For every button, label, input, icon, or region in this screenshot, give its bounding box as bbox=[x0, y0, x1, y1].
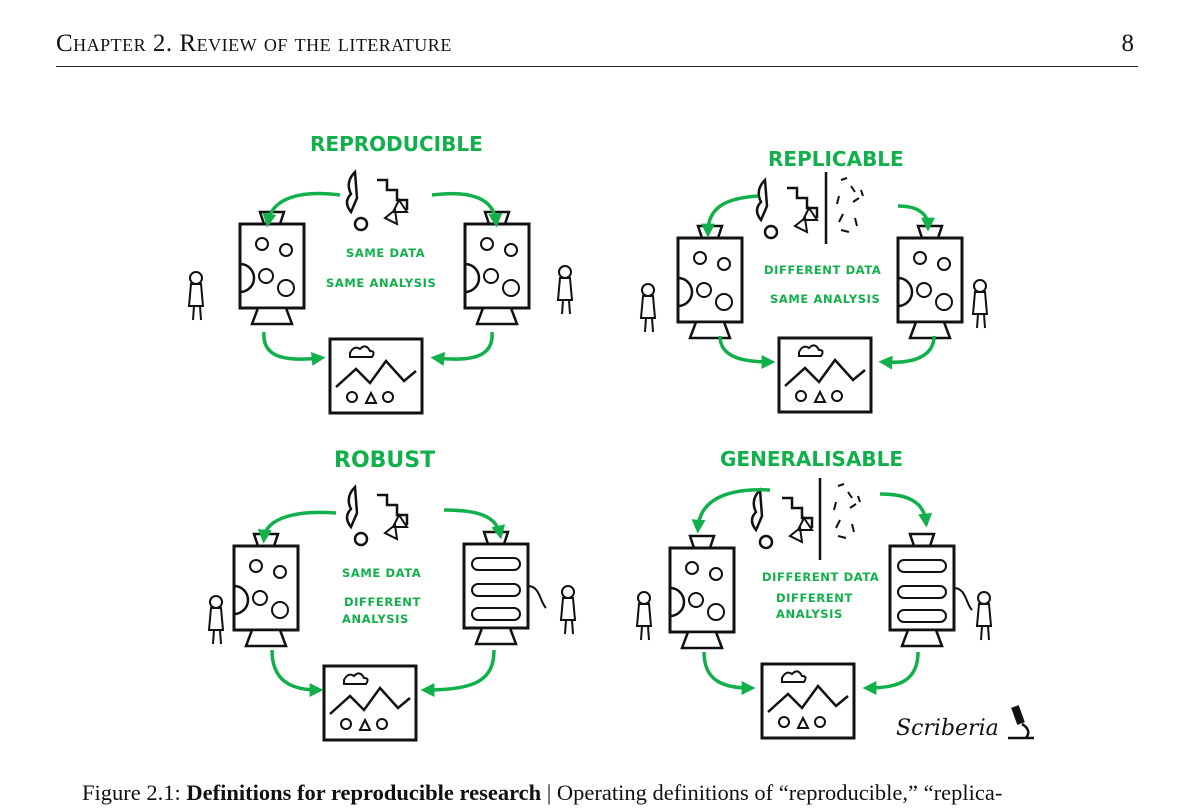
figure-caption: Figure 2.1: Definitions for reproducible… bbox=[82, 780, 1182, 806]
panel-generalisable: GENERALISABLE DIFFERENT DATA DIFFERENT A… bbox=[636, 447, 992, 740]
panel-line-2: SAME ANALYSIS bbox=[326, 276, 436, 290]
caption-text: | Operating definitions of “reproducible… bbox=[541, 780, 1003, 805]
panel-title: REPRODUCIBLE bbox=[310, 132, 483, 156]
panel-reproducible: REPRODUCIBLE SAME DATA SAME ANALYSIS bbox=[188, 132, 573, 415]
microscope-icon bbox=[1008, 705, 1034, 740]
panel-line-1: DIFFERENT DATA bbox=[762, 570, 879, 584]
panel-title: REPLICABLE bbox=[768, 147, 904, 171]
page-header: Chapter 2. Review of the literature 8 bbox=[56, 24, 1138, 67]
panel-title: ROBUST bbox=[334, 448, 435, 473]
panel-line-1: SAME DATA bbox=[342, 566, 421, 580]
panel-robust: ROBUST SAME DATA DIFFERENT ANALYSIS bbox=[208, 448, 576, 742]
panel-line-2: SAME ANALYSIS bbox=[770, 292, 880, 306]
panel-line-3: ANALYSIS bbox=[342, 612, 409, 626]
panel-title: GENERALISABLE bbox=[720, 447, 903, 471]
panel-line-1: DIFFERENT DATA bbox=[764, 263, 881, 277]
panel-line-3: ANALYSIS bbox=[776, 607, 843, 621]
page-number: 8 bbox=[1121, 30, 1135, 57]
chapter-title: Chapter 2. Review of the literature bbox=[56, 30, 452, 57]
signature: Scriberia bbox=[896, 705, 1034, 741]
signature-text: Scriberia bbox=[896, 716, 999, 741]
panel-line-1: SAME DATA bbox=[346, 246, 425, 260]
panel-line-2: DIFFERENT bbox=[344, 595, 421, 609]
caption-bold-title: Definitions for reproducible research bbox=[186, 780, 542, 805]
panel-line-2: DIFFERENT bbox=[776, 591, 853, 605]
caption-label: Figure 2.1: bbox=[82, 780, 181, 805]
panel-replicable: REPLICABLE DIFFERENT DATA SAME ANALYSIS bbox=[640, 147, 988, 414]
